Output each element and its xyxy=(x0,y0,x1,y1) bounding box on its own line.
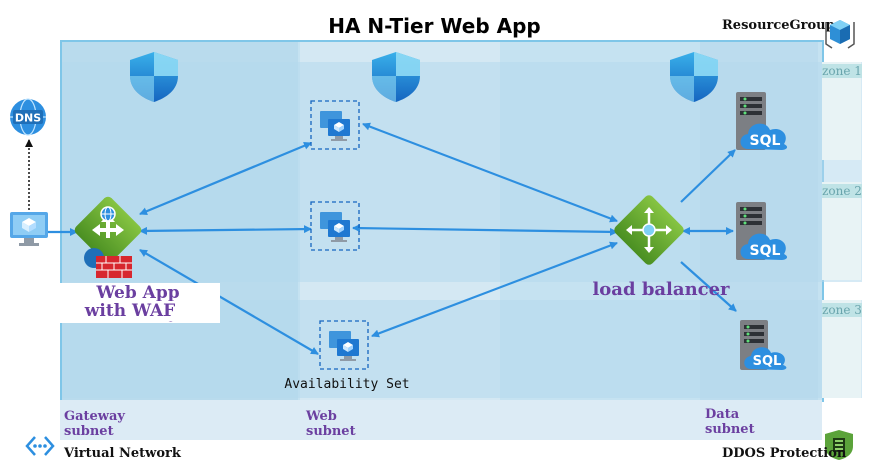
arrow-lb-sql3 xyxy=(680,261,737,312)
shield-icon xyxy=(372,52,420,102)
vm-availability-set-icon xyxy=(310,201,360,251)
sql-icon-label: SQL xyxy=(753,354,782,369)
arrow-lb-sql1 xyxy=(680,149,736,203)
vm-availability-set-icon xyxy=(310,100,360,150)
gateway-subnet-label: Gateway subnet xyxy=(64,409,125,439)
arrow-web3-lb xyxy=(371,241,618,338)
gateway-label-line2: with WAF xyxy=(80,301,180,321)
load-balancer-label: load balancer xyxy=(592,279,730,300)
diagram-title: HA N-Tier Web App xyxy=(328,14,541,38)
connection-arrows xyxy=(48,122,737,355)
availability-set-label: Availability Set xyxy=(284,377,410,392)
web-subnet-label: Web subnet xyxy=(306,409,356,439)
shield-icon xyxy=(670,52,718,102)
sql-database-icon: SQL xyxy=(736,202,788,260)
vnet-bottom-strip xyxy=(60,400,822,440)
load-balancer-icon xyxy=(614,195,684,265)
ddos-protection-label: DDOS Protection xyxy=(722,446,847,461)
data-subnet-label: Data subnet xyxy=(705,407,755,437)
application-gateway-icon xyxy=(74,196,142,264)
ddos-protection-icon xyxy=(825,430,853,460)
arrow-gateway-web3 xyxy=(139,249,319,355)
sql-database-icon: SQL xyxy=(740,320,787,370)
resource-group-icon xyxy=(825,20,855,49)
arrow-web1-lb xyxy=(362,122,618,223)
arrow-gateway-web2 xyxy=(139,225,312,235)
waf-firewall-icon xyxy=(84,248,132,278)
dns-icon-label: DNS xyxy=(15,112,41,125)
vm-availability-set-icon xyxy=(319,320,369,370)
sql-database-icon: SQL xyxy=(736,92,788,150)
arrow-web2-lb xyxy=(352,224,618,236)
zone-1-label: zone 1 xyxy=(822,64,862,78)
zone-3-label: zone 3 xyxy=(822,303,862,317)
virtual-network-icon xyxy=(25,436,55,456)
sql-icon-label: SQL xyxy=(750,133,781,149)
virtual-network-label: Virtual Network xyxy=(64,446,181,461)
zone-2-label: zone 2 xyxy=(822,184,862,198)
zone-1-strip xyxy=(822,62,861,160)
arrow-gateway-web1 xyxy=(139,141,312,216)
resource-group-label: ResourceGroup xyxy=(722,18,835,33)
shield-icon xyxy=(130,52,178,102)
zone-2-strip xyxy=(822,182,861,280)
dns-icon: DNS xyxy=(10,98,46,136)
sql-icon-label: SQL xyxy=(750,243,781,259)
virtual-machine-icon xyxy=(10,212,48,246)
